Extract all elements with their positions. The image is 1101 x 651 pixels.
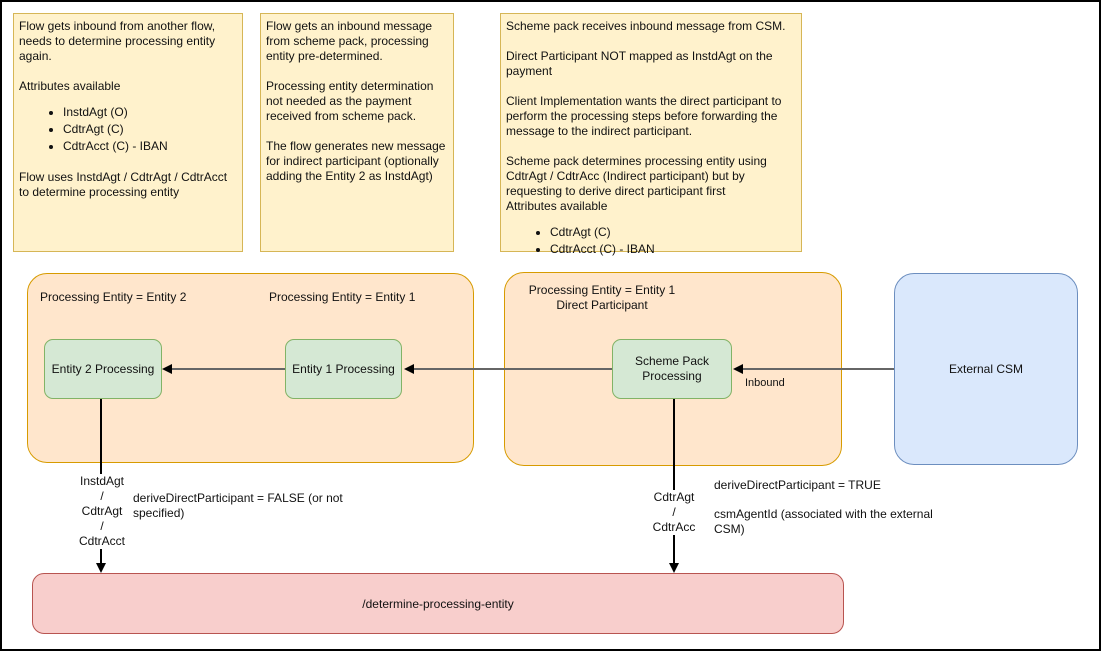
external-csm-box[interactable]: External CSM xyxy=(894,273,1078,465)
process-label: Entity 2 Processing xyxy=(51,361,155,376)
drop-label-line: / xyxy=(100,519,104,533)
process-scheme-pack[interactable]: Scheme Pack Processing xyxy=(612,339,732,399)
arrowhead-left-icon xyxy=(404,364,414,374)
derive-direct-participant-true-annotation: deriveDirectParticipant = TRUE xyxy=(714,478,881,492)
drop-label-line: CdtrAgt xyxy=(81,504,123,518)
process-entity1[interactable]: Entity 1 Processing xyxy=(285,339,402,399)
zone-label-line: Direct Participant xyxy=(556,298,648,312)
arrowhead-down-icon xyxy=(669,563,679,573)
note-bullet-list: InstdAgt (O) CdtrAgt (C) CdtrAcct (C) - … xyxy=(19,104,237,155)
derive-direct-participant-false-annotation: deriveDirectParticipant = FALSE (or not … xyxy=(133,491,343,520)
process-label: Scheme Pack Processing xyxy=(635,354,709,384)
note-paragraph: Attributes available xyxy=(19,79,121,93)
note-bullet: CdtrAgt (C) xyxy=(63,121,237,138)
process-label-line: Scheme Pack xyxy=(634,354,710,368)
connector-schemepack-to-endpoint xyxy=(673,399,675,564)
drop-label-line: InstdAgt xyxy=(79,474,125,488)
note-paragraph: Scheme pack determines processing entity… xyxy=(506,154,767,198)
connector-entity1-to-entity2 xyxy=(172,368,285,370)
note-paragraph: Direct Participant NOT mapped as InstdAg… xyxy=(506,49,773,78)
note-bullet: CdtrAcct (C) - IBAN xyxy=(550,241,796,258)
endpoint-label: /determine-processing-entity xyxy=(362,596,514,611)
note-paragraph: Processing entity determination not need… xyxy=(266,79,434,123)
connector-csm-to-schemepack xyxy=(743,368,894,370)
zone-label-processing-entity-2: Processing Entity = Entity 2 xyxy=(40,290,187,304)
connector-schemepack-to-entity1 xyxy=(414,368,612,370)
note-paragraph: Scheme pack receives inbound message fro… xyxy=(506,19,786,33)
process-label: Entity 1 Processing xyxy=(292,361,395,376)
external-csm-label: External CSM xyxy=(948,362,1024,376)
drop-label-line: / xyxy=(672,505,676,519)
process-label-line: Processing xyxy=(642,369,702,383)
note-paragraph: Client Implementation wants the direct p… xyxy=(506,94,782,138)
note-paragraph: Flow uses InstdAgt / CdtrAgt / CdtrAcct … xyxy=(19,170,228,199)
note-scheme-pack-inbound[interactable]: Flow gets an inbound message from scheme… xyxy=(260,13,454,252)
drop-label-line: CdtrAcc xyxy=(652,520,696,534)
arrowhead-left-icon xyxy=(162,364,172,374)
note-paragraph: The flow generates new message for indir… xyxy=(266,139,446,183)
note-csm-inbound[interactable]: Scheme pack receives inbound message fro… xyxy=(500,13,802,256)
note-paragraph: Flow gets inbound from another flow, nee… xyxy=(19,19,216,63)
zone-label-direct-participant: Processing Entity = Entity 1 Direct Part… xyxy=(507,283,697,313)
note-paragraph: Flow gets an inbound message from scheme… xyxy=(266,19,433,63)
process-entity2[interactable]: Entity 2 Processing xyxy=(44,339,162,399)
left-drop-attributes-label: InstdAgt / CdtrAgt / CdtrAcct xyxy=(72,474,132,549)
drop-label-line: CdtrAgt xyxy=(653,490,695,504)
zone-label-processing-entity-1: Processing Entity = Entity 1 xyxy=(269,290,416,304)
note-bullet-list: CdtrAgt (C) CdtrAcct (C) - IBAN xyxy=(506,224,796,258)
determine-processing-entity-box[interactable]: /determine-processing-entity xyxy=(32,573,844,634)
drop-label-line: / xyxy=(100,489,104,503)
note-paragraph: Attributes available xyxy=(506,199,608,213)
arrowhead-left-icon xyxy=(733,364,743,374)
note-bullet: InstdAgt (O) xyxy=(63,104,237,121)
csm-agent-id-annotation: csmAgentId (associated with the external… xyxy=(714,507,933,536)
drop-label-line: CdtrAcct xyxy=(78,534,125,548)
note-reflow-from-another-flow[interactable]: Flow gets inbound from another flow, nee… xyxy=(13,13,243,252)
arrowhead-down-icon xyxy=(96,563,106,573)
right-drop-attributes-label: CdtrAgt / CdtrAcc xyxy=(644,490,704,535)
zone-label-line: Processing Entity = Entity 1 xyxy=(528,283,676,297)
note-bullet: CdtrAgt (C) xyxy=(550,224,796,241)
inbound-edge-label: Inbound xyxy=(745,377,785,389)
note-bullet: CdtrAcct (C) - IBAN xyxy=(63,138,237,155)
